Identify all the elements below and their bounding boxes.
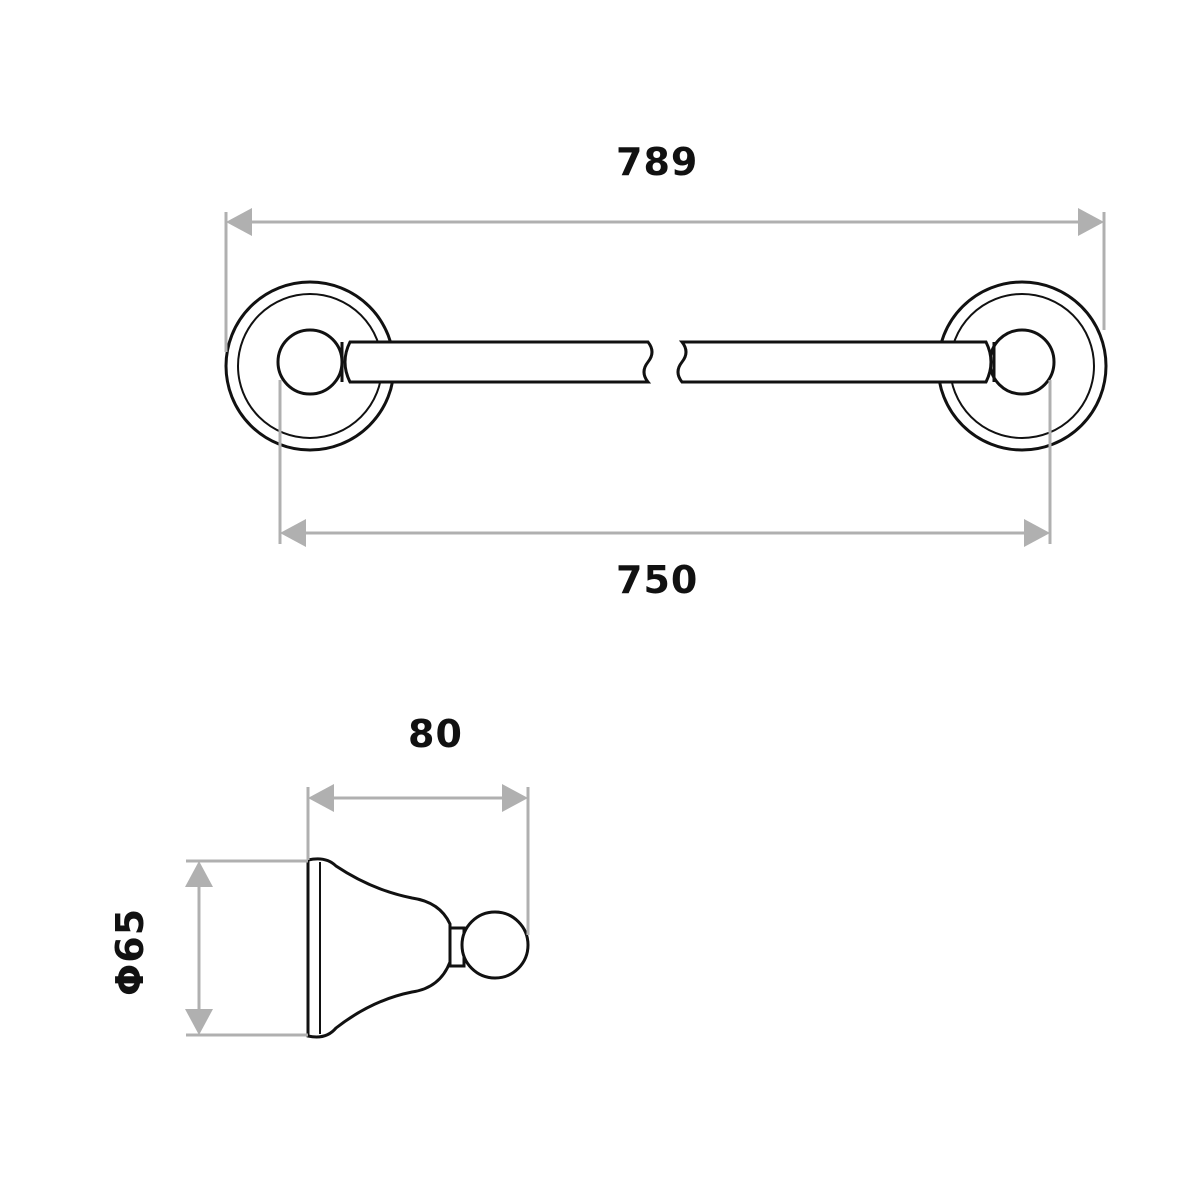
arrow-top-65 bbox=[185, 861, 213, 887]
towel-rail-front-view bbox=[224, 280, 1108, 452]
label-bracket-centres: 750 bbox=[616, 558, 699, 602]
label-backplate-diameter: Φ65 bbox=[108, 907, 152, 996]
arrow-left-789 bbox=[226, 208, 252, 236]
dimension-overall bbox=[224, 208, 1106, 352]
label-projection: 80 bbox=[408, 712, 463, 756]
dimension-projection bbox=[306, 784, 530, 935]
bar-right-section bbox=[676, 340, 993, 384]
right-knob bbox=[988, 328, 1056, 396]
left-knob bbox=[276, 328, 344, 396]
arrow-bottom-65 bbox=[185, 1009, 213, 1035]
arrow-right-80 bbox=[502, 784, 528, 812]
arrow-left-750 bbox=[280, 519, 306, 547]
label-overall-length: 789 bbox=[616, 140, 699, 184]
dimension-diameter bbox=[185, 859, 308, 1037]
arrow-left-80 bbox=[308, 784, 334, 812]
dimension-centres bbox=[278, 380, 1052, 547]
bar-left-section bbox=[343, 340, 654, 384]
arrow-right-750 bbox=[1024, 519, 1050, 547]
bell-outline bbox=[306, 857, 452, 1039]
bracket-side-view bbox=[306, 857, 530, 1039]
side-knob bbox=[460, 910, 530, 980]
arrow-right-789 bbox=[1078, 208, 1104, 236]
